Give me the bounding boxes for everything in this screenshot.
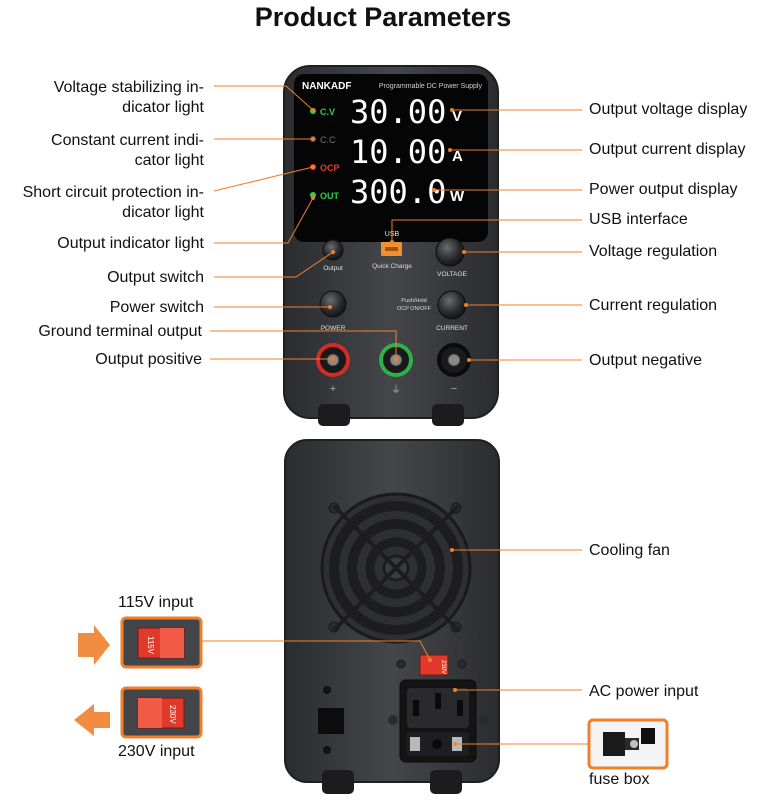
callout-short-circuit-indicator: Short circuit protection in- dicator lig… [23,183,204,223]
voltage-readout: 30.00 [350,93,446,131]
callout-power-switch: Power switch [109,299,204,316]
front-panel: NANKADF Programmable DC Power Supply C.V… [283,65,499,426]
callout-ground-terminal: Ground terminal output [38,323,202,340]
vent-square [318,708,344,734]
quick-charge-label: Quick Charge [372,263,412,270]
power-button[interactable] [319,290,347,318]
foot [318,404,350,426]
rear-switch-label: 230V [440,660,446,674]
current-knob-label: CURRENT [436,325,468,332]
foot [322,770,354,794]
callout-cooling-fan: Cooling fan [589,542,670,559]
foot [430,770,462,794]
ocp-hint-line-1: Push/Hold [401,298,426,304]
callout-230v-input: 230V input [118,743,195,760]
out-led [310,192,316,198]
current-knob[interactable] [437,290,467,320]
voltage-knob-label: VOLTAGE [437,271,467,278]
callout-text: Constant current indi- cator light [51,132,204,169]
ground-symbol: ⏚ [391,384,401,396]
callout-voltage-indicator: Voltage stabilizing in- dicator light [54,78,204,118]
fuse-box-image [587,718,669,770]
voltage-selector-switch[interactable] [419,654,449,676]
voltage-unit: V [452,108,462,125]
callout-voltage-regulation: Voltage regulation [589,243,718,260]
leader-lines [201,85,589,745]
callout-output-indicator: Output indicator light [57,235,204,252]
callout-115v-input: 115V input [118,594,194,611]
brand-logo: NANKADF [302,81,351,92]
negative-symbol: − [451,383,457,395]
ocp-hint-line-2: OCP ON/OFF [397,306,432,312]
voltage-knob[interactable] [435,237,465,267]
product-name: Programmable DC Power Supply [379,83,483,90]
input-115v-indicator: 115V [78,616,203,669]
switch-115v-label: 115V [146,636,155,655]
ocp-indicator-label: OCP [320,163,340,173]
callout-text: Voltage stabilizing in- dicator light [53,79,204,116]
lcd-display [294,74,488,242]
callout-constant-current-indicator: Constant current indi- cator light [51,131,204,171]
callout-output-positive: Output positive [95,351,202,368]
page-title: Product Parameters [254,2,512,32]
callout-output-voltage-display: Output voltage display [589,101,748,118]
rear-panel: 230V [284,439,500,794]
foot [432,404,464,426]
callout-current-regulation: Current regulation [589,297,718,314]
power-unit: W [450,188,465,205]
callout-usb-interface: USB interface [589,211,688,228]
switch-230v-label: 230V [168,705,177,724]
cc-indicator-label: C.C [320,135,336,145]
input-230v-indicator: 230V [74,686,203,739]
positive-symbol: + [330,383,336,395]
callout-text: Short circuit protection in- dicator lig… [22,184,204,221]
current-unit: A [452,148,463,165]
callout-output-negative: Output negative [589,352,702,369]
out-indicator-label: OUT [320,191,340,201]
power-button-label: POWER [321,325,346,332]
callout-fuse-box: fuse box [589,771,650,788]
power-readout: 300.0 [350,173,446,211]
callout-ac-power-input: AC power input [589,683,699,700]
callout-output-switch: Output switch [107,269,204,286]
cooling-fan [320,492,472,644]
current-readout: 10.00 [350,133,446,171]
callout-power-output-display: Power output display [589,181,738,198]
output-button-label: Output [323,265,343,272]
cv-indicator-label: C.V [320,107,335,117]
ac-power-inlet[interactable] [388,679,488,763]
callout-output-current-display: Output current display [589,141,746,158]
